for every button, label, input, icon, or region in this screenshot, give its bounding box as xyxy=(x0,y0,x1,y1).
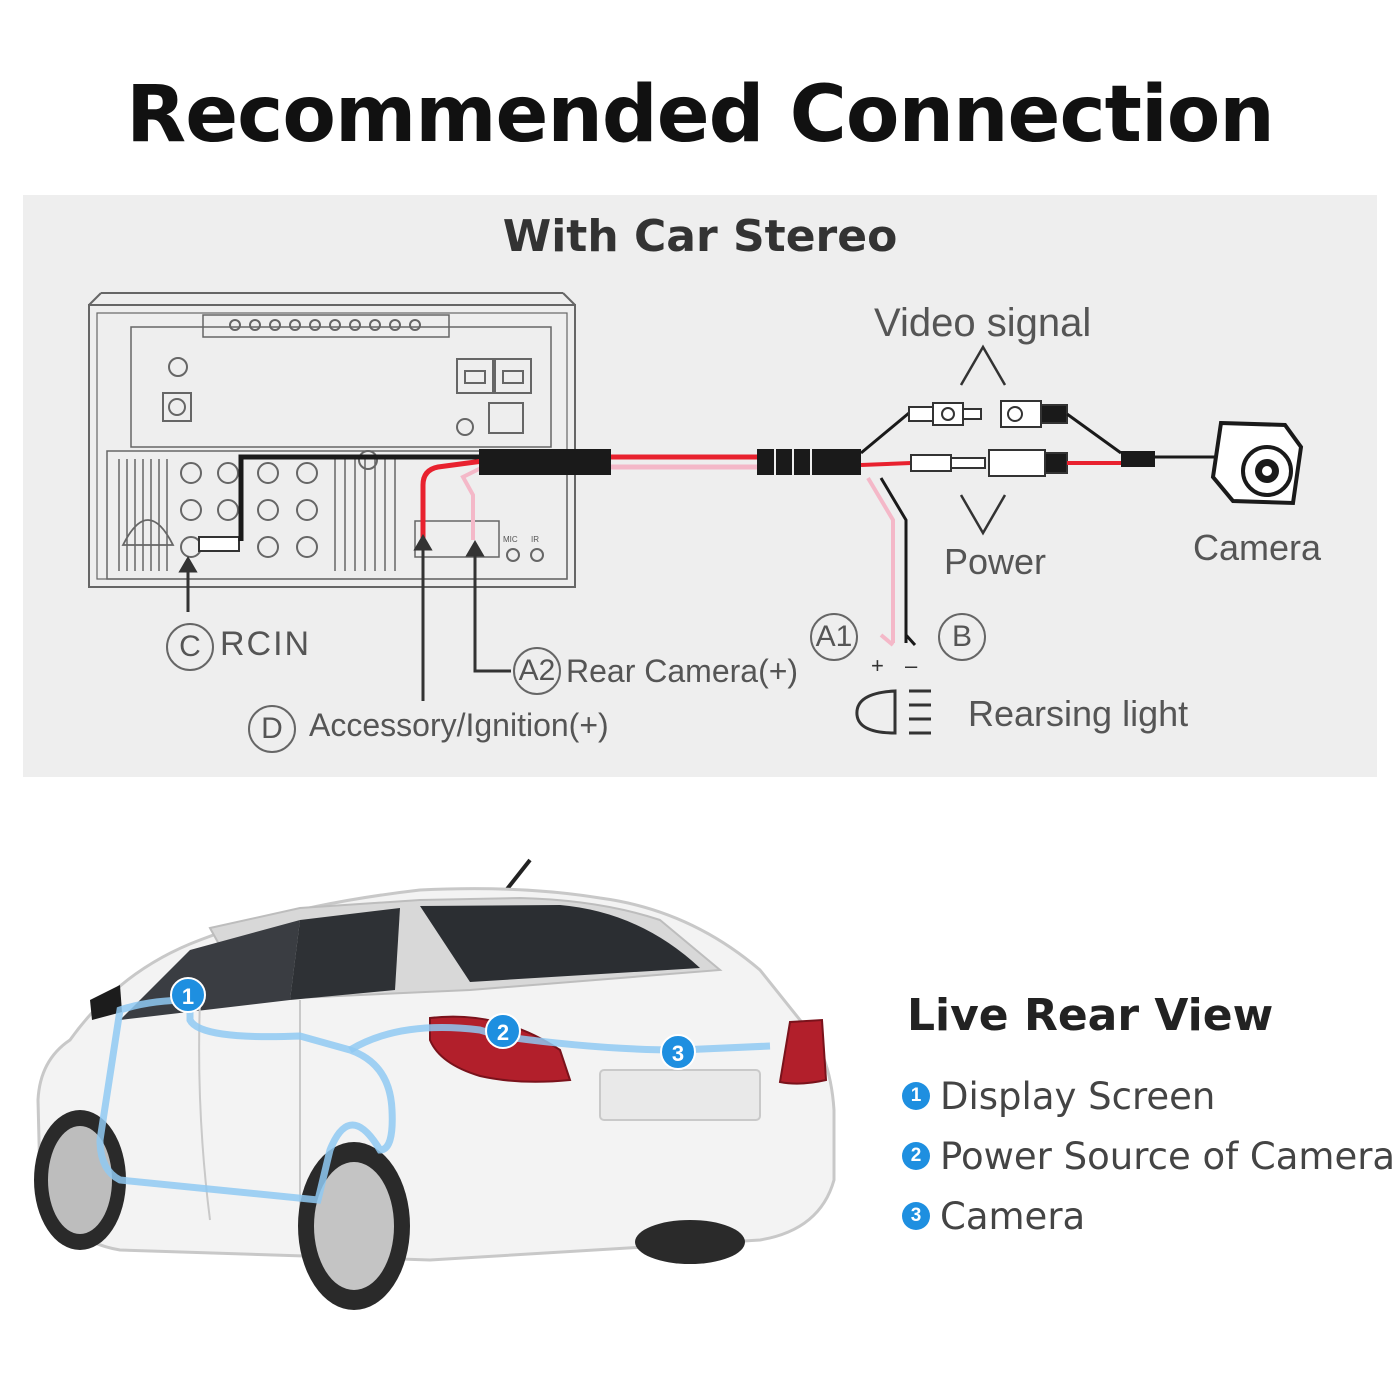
top-screw-row xyxy=(229,319,421,331)
legend-label: Camera xyxy=(940,1194,1086,1238)
car-marker-3-number: 3 xyxy=(672,1041,684,1066)
wiring-diagram-panel: With Car Stereo xyxy=(23,195,1377,777)
rear-windshield xyxy=(420,905,700,982)
red-accessory-wire xyxy=(420,458,484,540)
legend-label: Power Source of Camera xyxy=(940,1134,1396,1178)
marker-a2: A2 xyxy=(513,647,561,695)
car-marker-1-number: 1 xyxy=(182,984,194,1009)
power-arrow-icon xyxy=(959,494,1007,536)
car-marker-2 xyxy=(485,1013,521,1049)
cable-sleeve xyxy=(479,449,611,475)
wiring-route-glow xyxy=(96,996,396,1204)
marker-c: C xyxy=(166,623,214,671)
rear-wheel-far xyxy=(635,1220,745,1264)
camera-label: Camera xyxy=(1193,527,1322,568)
pointer-c xyxy=(178,556,198,612)
cable-connector xyxy=(757,449,861,475)
legend-number-2: 2 xyxy=(902,1142,930,1170)
black-video-wire-internal xyxy=(238,454,483,541)
pointer-d xyxy=(413,534,433,701)
wiring-diagram-drawing: MIC IR xyxy=(88,292,1304,735)
mic-port-label: MIC xyxy=(503,535,518,544)
legend-number-1: 1 xyxy=(902,1082,930,1110)
rcin-plug xyxy=(198,536,240,552)
car-illustration: 1 2 3 xyxy=(34,858,836,1310)
minus-terminal-label: – xyxy=(905,653,918,678)
plus-terminal-label: + xyxy=(871,653,884,678)
legend-item-display-screen: 1 Display Screen xyxy=(902,1074,1215,1118)
rca-grid xyxy=(180,462,318,558)
video-arrow-icon xyxy=(959,344,1007,386)
heatsink-left xyxy=(118,459,168,571)
rcin-label: RCIN xyxy=(220,625,312,663)
rearsing-light-label: Rearsing light xyxy=(968,693,1189,734)
power-dc-connector xyxy=(910,449,1068,477)
legend-label: Display Screen xyxy=(940,1074,1216,1118)
rearsing-light-icon xyxy=(855,689,931,735)
legend-item-power-source: 2 Power Source of Camera xyxy=(902,1134,1395,1178)
heatsink-mid xyxy=(334,459,396,571)
ir-port-label: IR xyxy=(531,535,539,544)
license-plate-area xyxy=(599,1069,761,1121)
car-stereo-unit xyxy=(88,292,576,588)
live-rear-view-title: Live Rear View xyxy=(907,990,1274,1041)
diagram-section-title: With Car Stereo xyxy=(502,211,898,262)
video-signal-label: Video signal xyxy=(874,301,1092,345)
legend-item-camera: 3 Camera xyxy=(902,1194,1085,1238)
pink-rear-camera-wire xyxy=(460,465,484,540)
legend-number-3: 3 xyxy=(902,1202,930,1230)
car-marker-1 xyxy=(170,977,206,1013)
front-window xyxy=(120,920,300,1020)
right-tail-light xyxy=(778,1018,828,1085)
page-title: Recommended Connection xyxy=(126,70,1275,160)
marker-a1: A1 xyxy=(810,613,858,661)
car-marker-3 xyxy=(660,1034,696,1070)
power-label: Power xyxy=(944,541,1047,582)
car-marker-2-number: 2 xyxy=(497,1020,509,1045)
camera-icon xyxy=(1210,420,1304,506)
rear-camera-label: Rear Camera(+) xyxy=(566,653,799,689)
rear-door-window xyxy=(290,908,400,1000)
accessory-ignition-label: Accessory/Ignition(+) xyxy=(309,707,609,743)
pointer-a2 xyxy=(465,540,511,673)
side-mirror xyxy=(90,985,122,1020)
marker-d: D xyxy=(248,705,296,753)
marker-b: B xyxy=(938,613,986,661)
video-rca-connector xyxy=(908,400,1068,428)
